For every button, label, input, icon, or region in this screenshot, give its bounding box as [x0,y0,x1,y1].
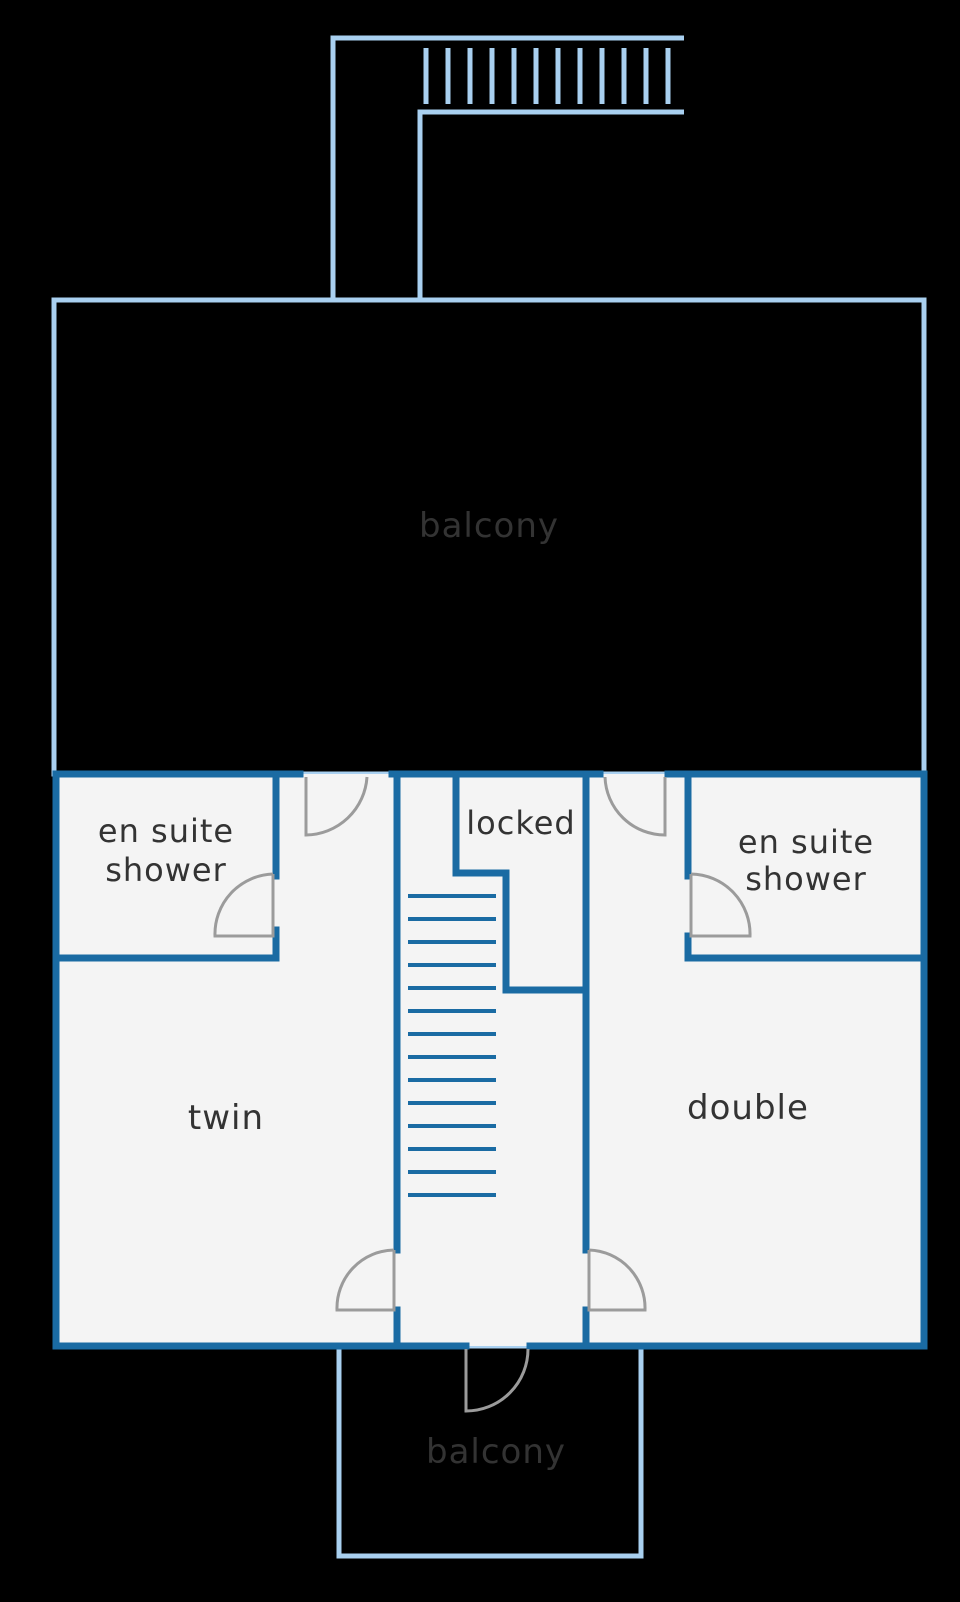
locked-label: locked [466,804,575,842]
en-suite-left-label-line2: shower [105,851,227,889]
balcony-bottom-label: balcony [426,1432,566,1472]
balcony-top-label: balcony [419,506,559,546]
en-suite-right-label-line2: shower [745,860,867,898]
en-suite-right-label-line1: en suite [738,823,874,861]
main-floor [56,774,924,1346]
double-label: double [687,1088,809,1128]
door-swing-icon [213,776,752,1413]
outer-walls [52,770,928,1350]
inner-walls [52,770,928,1350]
internal-staircase-icon [408,894,496,1197]
external-staircase-icon [330,35,684,300]
en-suite-left-label-line1: en suite [98,812,234,850]
twin-label: twin [188,1098,264,1138]
